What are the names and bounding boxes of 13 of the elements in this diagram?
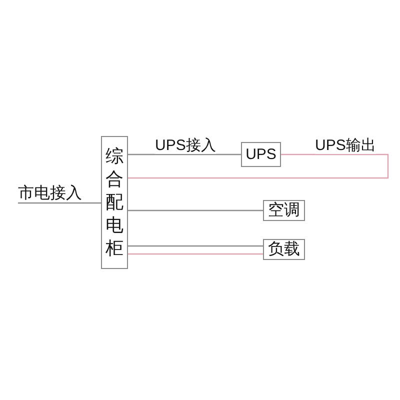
connector-line xyxy=(128,154,389,179)
load-box: 空调 xyxy=(263,200,305,221)
cabinet-box: 综合配电柜 xyxy=(101,136,128,269)
connector-line xyxy=(128,253,263,255)
load-box: 负载 xyxy=(263,239,305,260)
connector-line xyxy=(128,154,241,156)
connector-line xyxy=(128,245,263,247)
connector-line xyxy=(18,202,101,204)
ups-box: UPS xyxy=(241,142,281,167)
connector-line xyxy=(128,210,263,212)
edge-label: UPS接入 xyxy=(155,138,216,154)
input-label: 市电接入 xyxy=(18,185,82,203)
edge-label: UPS输出 xyxy=(315,138,376,154)
